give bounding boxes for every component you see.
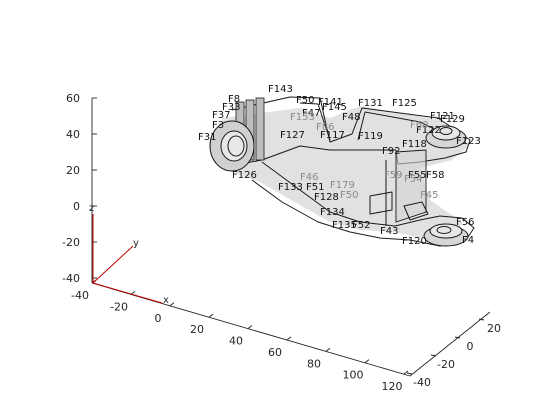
face-label: F55 [408, 170, 426, 181]
face-label: F121 [430, 111, 455, 122]
face-label: F3 [212, 120, 224, 131]
x-tick-label: 20 [190, 323, 204, 336]
face-label-hidden: F153 [290, 112, 315, 123]
x-tick-label: 40 [229, 335, 243, 348]
face-label-hidden: F46 [300, 172, 318, 183]
z-tick-label: 20 [66, 164, 80, 177]
z-tick-label: 60 [66, 92, 80, 105]
y-tick-label: -20 [437, 358, 455, 371]
z-tick-label: 0 [73, 200, 80, 213]
x-tick-label: 120 [382, 380, 403, 393]
z-tick-label: -20 [62, 236, 80, 249]
z-tick-label: -40 [62, 272, 80, 285]
triad-x-line [92, 282, 163, 304]
face-label: F122 [416, 125, 441, 136]
face-label: F131 [358, 98, 383, 109]
face-label-hidden: F50 [340, 190, 358, 201]
x-tick-mark [247, 325, 253, 329]
face-label: F48 [342, 112, 360, 123]
x-tick-label: 0 [155, 312, 162, 325]
z-axis-ticks: -40 -20 0 20 40 60 [62, 92, 97, 285]
face-label-hidden: F59 [384, 170, 402, 181]
y-tick-mark [406, 372, 413, 375]
face-label-hidden: F45 [420, 190, 438, 201]
x-tick-label: 80 [307, 357, 321, 370]
y-tick-label: 0 [467, 340, 474, 353]
face-label: F52 [352, 220, 370, 231]
y-tick-mark [430, 354, 437, 357]
face-label: F118 [402, 139, 427, 150]
face-label: F51 [306, 182, 324, 193]
face-label: F141 [318, 97, 343, 108]
triad-y-line [92, 245, 134, 284]
face-label: F126 [232, 170, 257, 181]
face-label: F31 [198, 132, 216, 143]
left-hub [209, 97, 265, 172]
part-bottom-edge [251, 161, 475, 247]
face-label: F143 [268, 84, 293, 95]
face-label: F119 [358, 131, 383, 142]
right-bottom-boss [423, 223, 469, 247]
face-label: F117 [320, 130, 345, 141]
x-tick-mark [325, 347, 331, 352]
part-mesh [209, 96, 475, 247]
face-label-hidden: F86 [316, 122, 334, 133]
x-tick-mark [169, 302, 175, 307]
face-label: F129 [440, 114, 465, 125]
x-tick-label: 100 [343, 369, 364, 382]
face-label: F47 [302, 108, 320, 119]
x-tick-mark [364, 359, 370, 363]
triad-y-label: y [133, 238, 139, 249]
y-axis-ticks: -40 -20 0 20 [406, 318, 501, 389]
x-tick-mark [208, 313, 214, 318]
part-web-face [395, 149, 427, 223]
face-label: F134 [320, 207, 345, 218]
x-axis-ticks: -40 -20 0 20 40 60 80 100 120 [71, 279, 409, 393]
face-label: F58 [426, 170, 444, 181]
face-label: F8 [228, 94, 240, 105]
face-label: F92 [382, 146, 400, 157]
right-top-boss [425, 125, 467, 149]
x-tick-label: -40 [71, 289, 89, 302]
face-label: F123 [456, 136, 481, 147]
axis-triad: x y z [89, 203, 169, 306]
y-tick-label: 20 [487, 322, 501, 335]
x-tick-mark [286, 336, 292, 341]
face-label: F120 [402, 236, 427, 247]
y-tick-mark [478, 318, 485, 321]
face-label: F37 [212, 110, 230, 121]
part-mid-pads [369, 191, 429, 221]
face-label: F33 [222, 102, 240, 113]
triad-z-label: z [89, 203, 94, 214]
face-label: F135 [332, 220, 357, 231]
face-label: F4 [462, 235, 474, 246]
face-label-hidden: F60 [410, 120, 428, 131]
face-label-hidden: F179 [330, 180, 355, 191]
face-label: F43 [380, 226, 398, 237]
triad-x-label: x [163, 295, 169, 306]
face-label: F50 [296, 95, 314, 106]
face-label: F56 [456, 217, 474, 228]
y-tick-label: -40 [413, 376, 431, 389]
face-label: F125 [392, 98, 417, 109]
face-label-hidden: F54 [404, 174, 422, 185]
y-tick-mark [454, 336, 461, 339]
face-label: F133 [278, 182, 303, 193]
face-label: F127 [280, 130, 305, 141]
z-tick-label: 40 [66, 128, 80, 141]
face-label: F145 [322, 102, 347, 113]
face-label: F128 [314, 192, 339, 203]
x-tick-label: -20 [110, 300, 128, 313]
x-tick-mark [403, 370, 409, 375]
x-tick-label: 60 [268, 346, 282, 359]
